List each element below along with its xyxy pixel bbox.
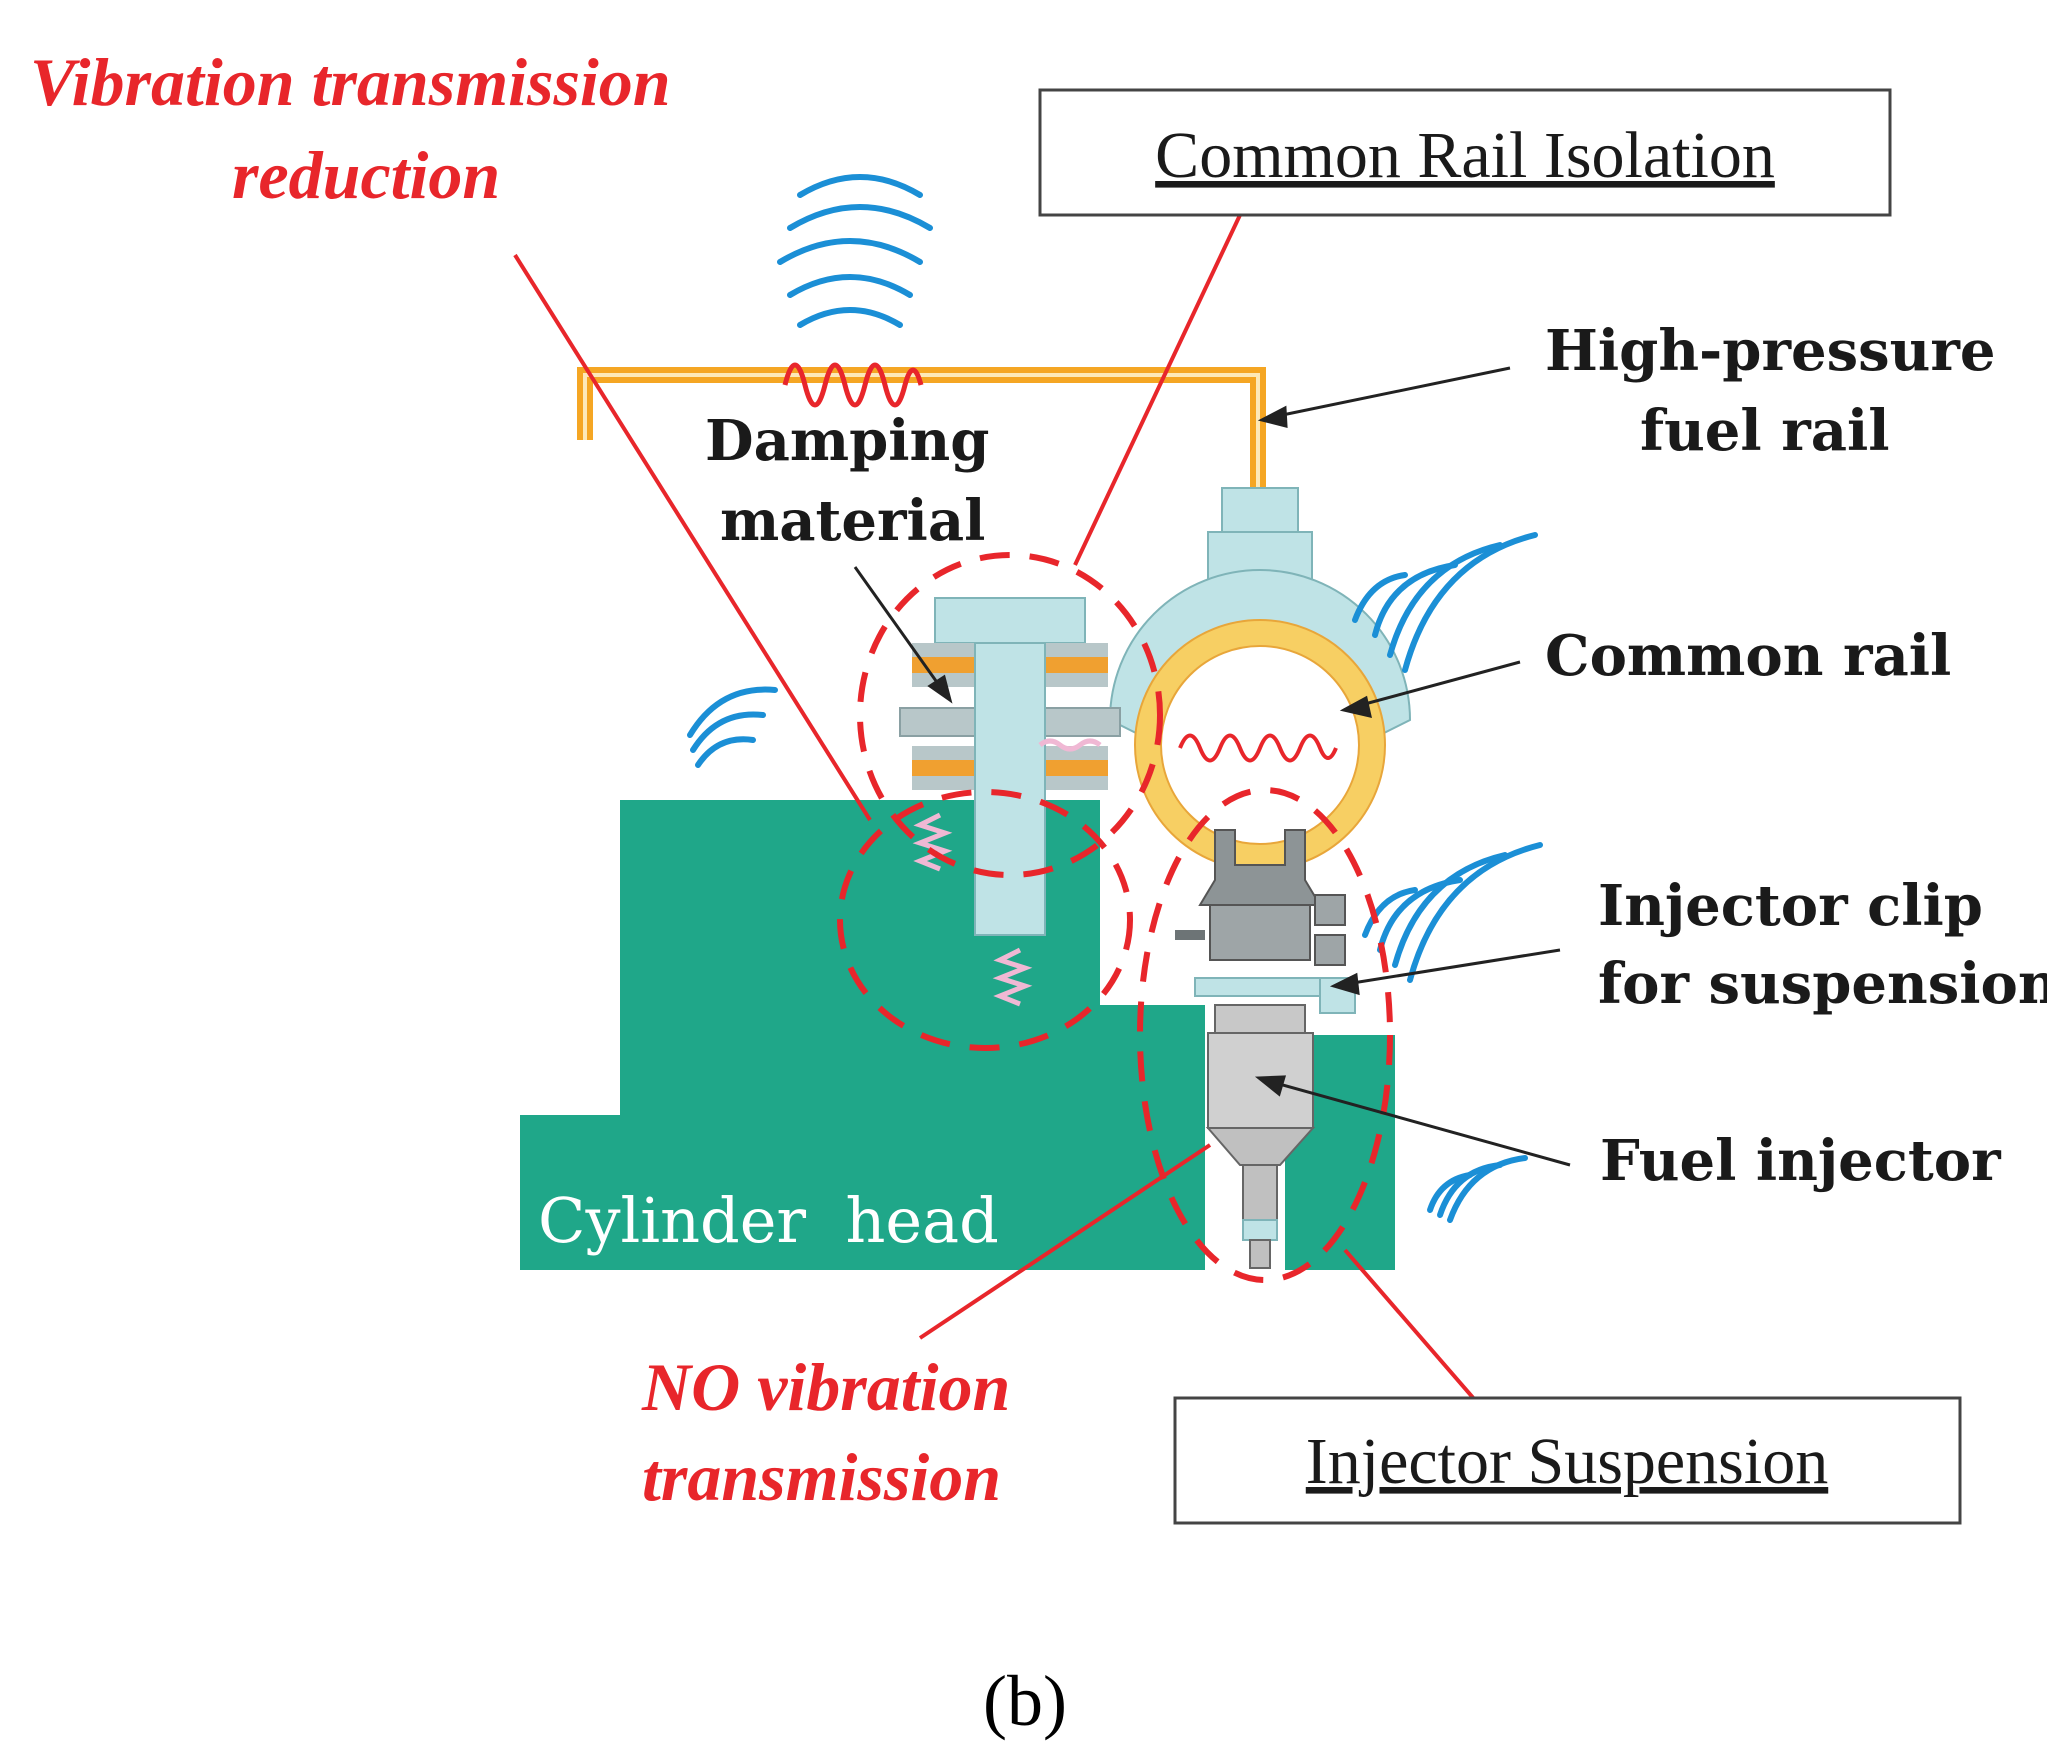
no-vibration-label-line2: transmission [642,1439,1001,1515]
fuel-line-vibration-squiggle [782,362,924,408]
common-rail-inner-edge [1160,645,1360,845]
common-rail-label: Common rail [1545,623,1951,689]
common-rail-isolation-title: Common Rail Isolation [1155,119,1775,192]
injector-suspension-title: Injector Suspension [1306,1425,1828,1498]
common-rail-ring [1135,620,1385,870]
high-pressure-label-line2: fuel rail [1640,398,1890,464]
high-pressure-fuel-line [577,367,1266,490]
figure-caption: (b) [983,1661,1067,1741]
injector-clip-label-line1: Injector clip [1598,873,1983,939]
fuel-injector-label: Fuel injector [1600,1128,2002,1194]
damping-label-line2: material [720,488,985,554]
cylinder-head-label: Cylinder head [538,1184,999,1257]
rail-vibration-squiggle [1178,733,1338,763]
no-vibration-label-line1: NO vibration [641,1349,1010,1425]
injector-clip-label-line2: for suspension [1598,951,2047,1017]
vibration-reduction-label-line1: Vibration transmission [30,44,671,120]
common-rail-isolation-box [1038,88,1892,217]
vibration-waves [687,174,1543,1223]
high-pressure-label-line1: High-pressure [1545,318,1996,384]
highlight-circles [837,552,1393,1283]
injector-suspension-box [1173,1396,1962,1525]
damping-label-line1: Damping [705,408,989,474]
vibration-reduction-label-line2: reduction [232,137,500,213]
injector-assembly [1175,829,1356,1269]
pointer-arrows [853,366,1571,1167]
stress-squiggles [912,738,1102,1007]
red-leader-lines [513,214,1477,1402]
bolt-assembly [899,597,1121,936]
